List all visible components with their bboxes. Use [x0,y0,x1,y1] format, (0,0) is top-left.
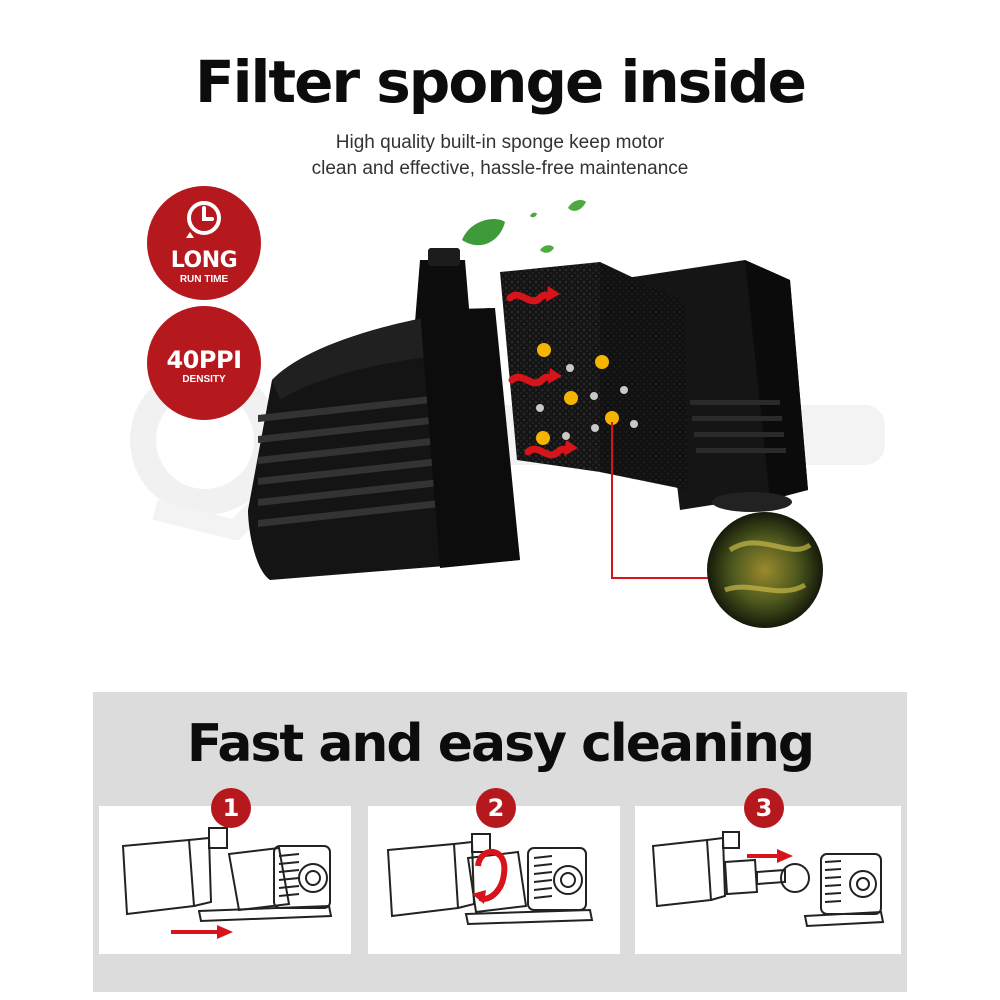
step-3-number: 3 [744,788,784,828]
badge-long-text: LONG [170,248,238,273]
cleaning-title: Fast and easy cleaning [186,714,815,774]
long-run-time-badge: LONG RUN TIME [147,186,261,300]
badge-long-subtext: RUN TIME [179,274,229,285]
sponge-closeup [707,512,823,628]
badge-ppi-text: 40PPI [166,346,242,374]
badge-ppi-subtext: DENSITY [182,374,226,385]
leaf-icon [462,219,505,246]
ppi-density-badge: 40PPI DENSITY [147,306,261,420]
step-3-illustration [651,831,885,928]
pump-illustration [248,200,823,628]
page-title: Filter sponge inside [195,48,807,116]
step-1-number: 1 [211,788,251,828]
step-3-card [635,806,901,954]
subtitle-line-2: clean and effective, hassle-free mainten… [311,158,689,179]
step-2-number: 2 [476,788,516,828]
step-1-card [99,806,351,954]
cleaning-panel: Fast and easy cleaning [93,692,907,992]
subtitle: High quality built-in sponge keep motor … [0,130,1000,182]
clock-icon [186,201,221,238]
subtitle-line-1: High quality built-in sponge keep motor [335,132,665,153]
step-1-illustration [121,827,333,939]
step-2-card [368,806,620,954]
step-2-illustration [386,833,594,926]
